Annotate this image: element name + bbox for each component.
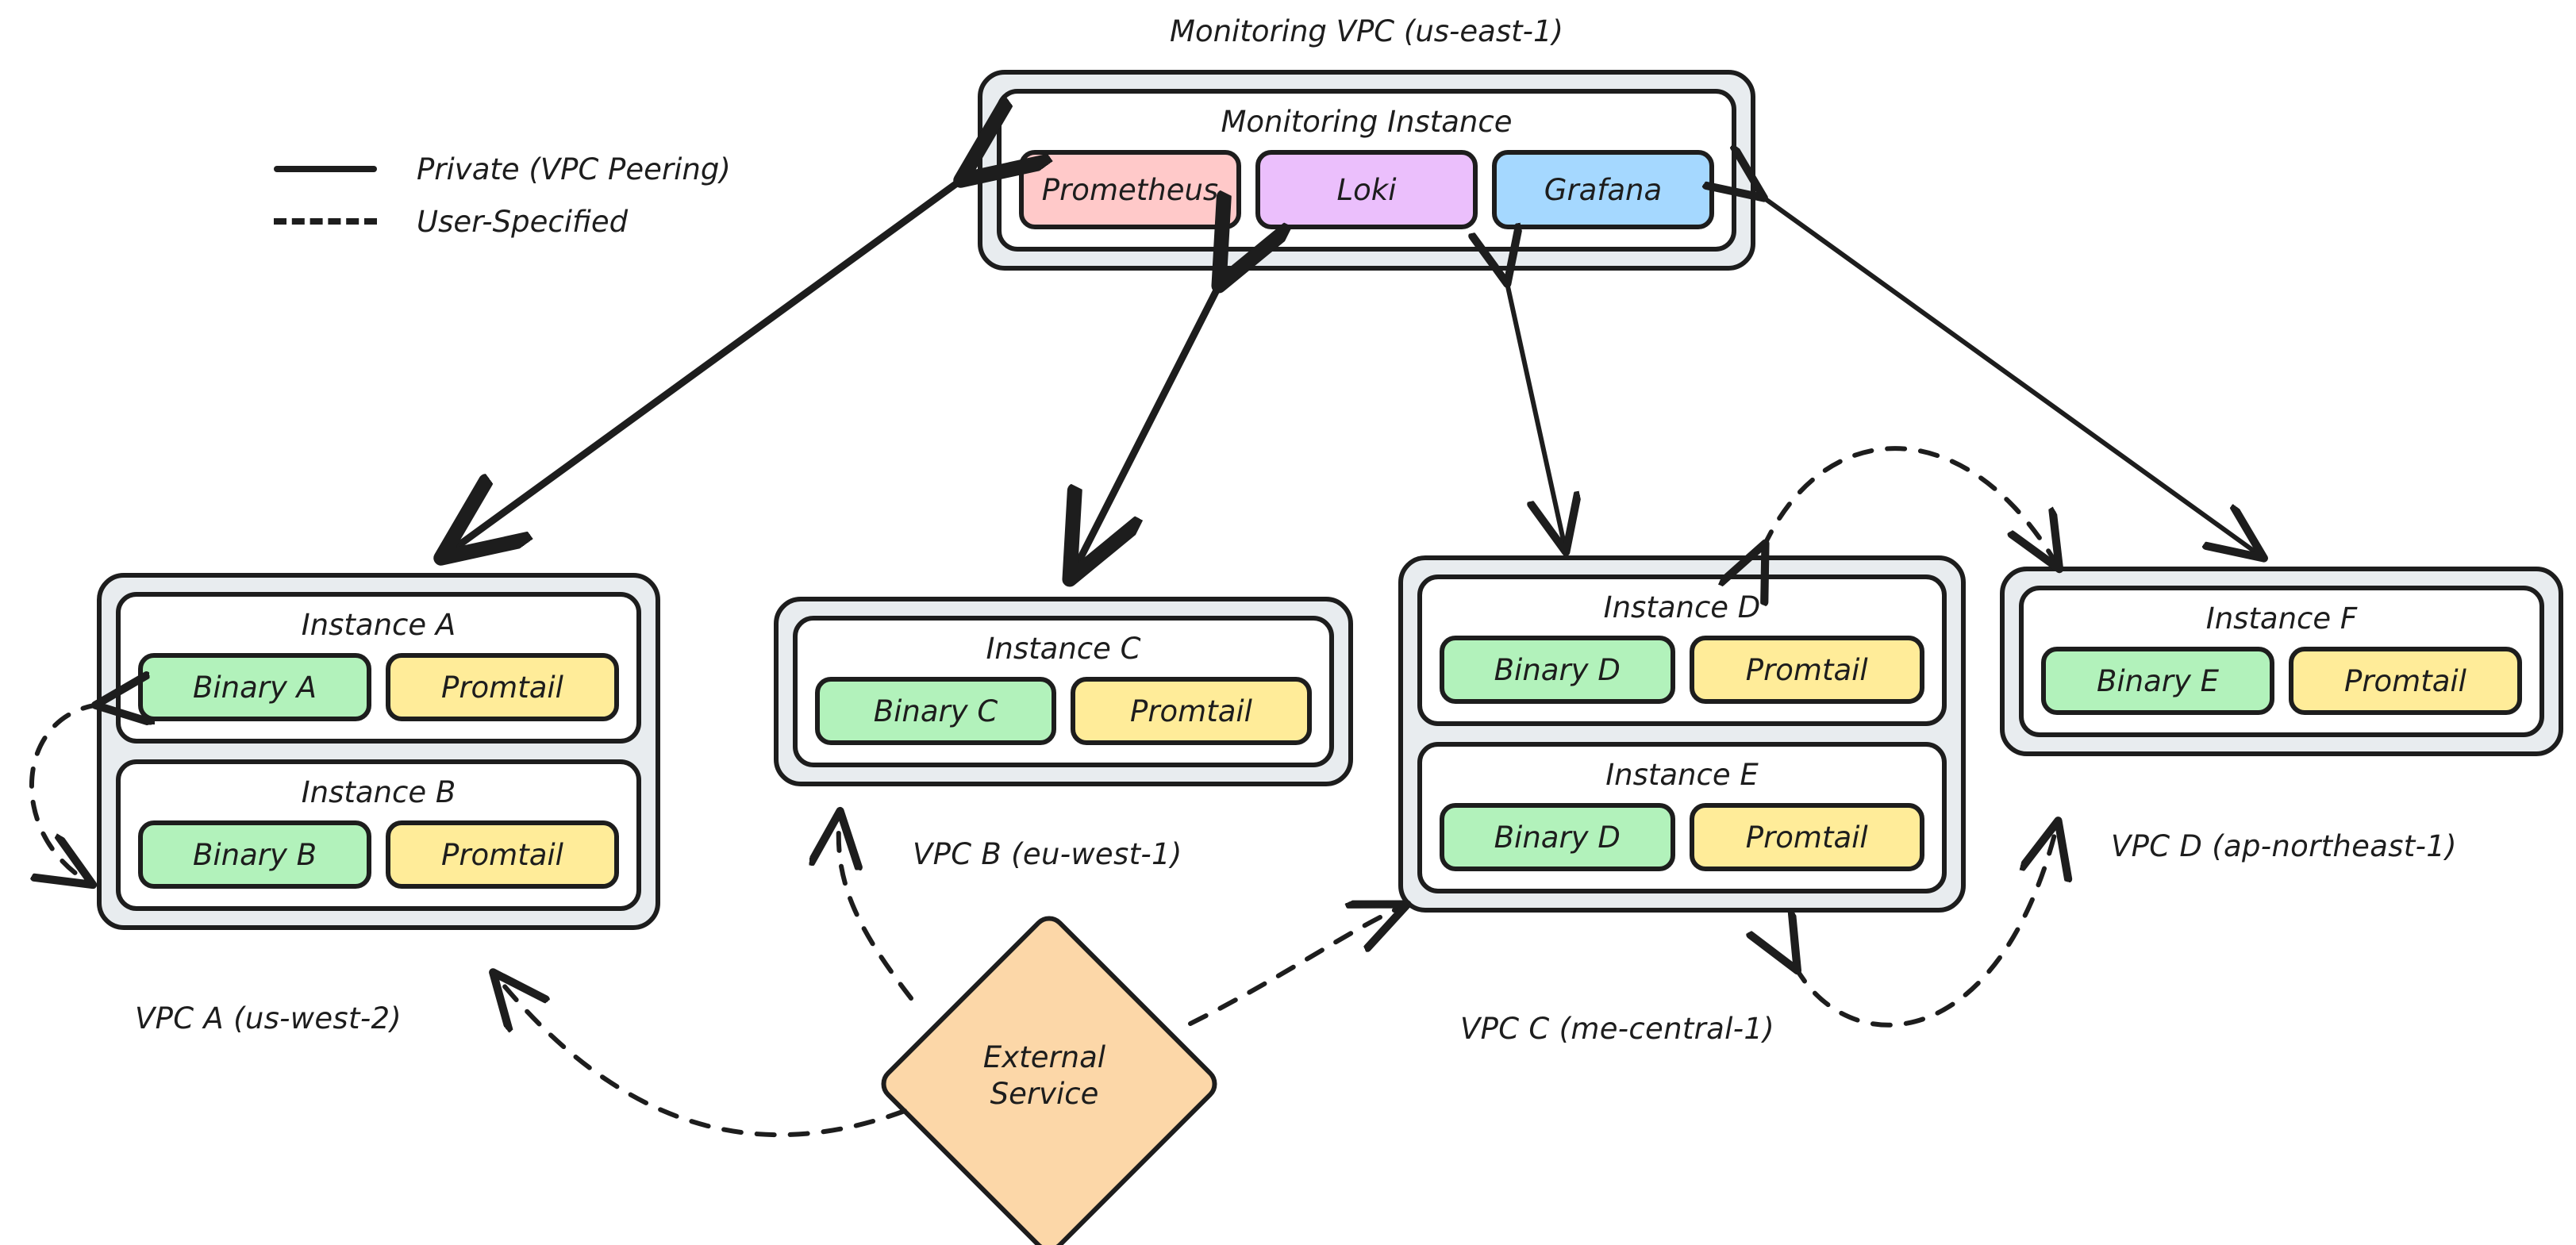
dashed-line-icon xyxy=(274,218,385,225)
monitoring-instance[interactable]: Monitoring Instance Prometheus Loki Graf… xyxy=(997,89,1736,252)
instance-c-component-row: Binary C Promtail xyxy=(815,677,1312,745)
monitoring-vpc-title: Monitoring VPC (us-east-1) xyxy=(1170,14,1563,48)
edge-external-to-vpc-c xyxy=(1188,906,1403,1026)
edge-monitoring-to-vpc-d xyxy=(1760,195,2260,555)
legend-label-private: Private (VPC Peering) xyxy=(417,152,731,186)
vpc-a-label: VPC A (us-west-2) xyxy=(135,1001,402,1036)
legend-item-user-specified: User-Specified xyxy=(274,195,731,248)
edge-vpc-c-to-vpc-d-top xyxy=(1763,446,2057,565)
component-binary-c[interactable]: Binary C xyxy=(815,677,1056,745)
component-promtail-c[interactable]: Promtail xyxy=(1071,677,1312,745)
instance-c-title: Instance C xyxy=(986,632,1141,666)
edge-external-to-vpc-a xyxy=(496,976,907,1138)
vpc-d-container[interactable]: Instance F Binary E Promtail xyxy=(2000,567,2563,756)
instance-a[interactable]: Instance A Binary A Promtail xyxy=(116,592,641,744)
component-binary-e-slot[interactable]: Binary D xyxy=(1440,803,1675,871)
edge-monitoring-to-vpc-b xyxy=(1073,279,1222,573)
instance-a-component-row: Binary A Promtail xyxy=(138,653,619,721)
component-promtail-b[interactable]: Promtail xyxy=(386,820,619,889)
monitoring-instance-title: Monitoring Instance xyxy=(1221,105,1513,139)
legend: Private (VPC Peering) User-Specified xyxy=(274,143,731,248)
legend-item-private: Private (VPC Peering) xyxy=(274,143,731,195)
instance-e-title: Instance E xyxy=(1605,758,1759,792)
legend-label-user-specified: User-Specified xyxy=(417,204,629,239)
component-binary-b[interactable]: Binary B xyxy=(138,820,371,889)
instance-c[interactable]: Instance C Binary C Promtail xyxy=(793,616,1334,767)
vpc-a-container[interactable]: Instance A Binary A Promtail Instance B … xyxy=(97,573,660,930)
instance-e[interactable]: Instance E Binary D Promtail xyxy=(1417,742,1947,893)
component-loki[interactable]: Loki xyxy=(1255,150,1478,229)
monitoring-vpc-container[interactable]: Monitoring Instance Prometheus Loki Graf… xyxy=(978,70,1755,271)
component-grafana[interactable]: Grafana xyxy=(1492,150,1714,229)
instance-e-component-row: Binary D Promtail xyxy=(1440,803,1924,871)
vpc-c-container[interactable]: Instance D Binary D Promtail Instance E … xyxy=(1398,555,1966,913)
vpc-d-label: VPC D (ap-northeast-1) xyxy=(2111,829,2457,863)
instance-b[interactable]: Instance B Binary B Promtail xyxy=(116,759,641,911)
component-binary-a[interactable]: Binary A xyxy=(138,653,371,721)
component-promtail-f[interactable]: Promtail xyxy=(2289,647,2522,715)
instance-f-title: Instance F xyxy=(2205,601,2358,636)
component-binary-d[interactable]: Binary D xyxy=(1440,636,1675,704)
vpc-b-container[interactable]: Instance C Binary C Promtail xyxy=(774,597,1353,786)
instance-d-title: Instance D xyxy=(1603,590,1761,624)
component-promtail-d[interactable]: Promtail xyxy=(1689,636,1924,704)
instance-b-title: Instance B xyxy=(301,775,456,809)
monitoring-component-row: Prometheus Loki Grafana xyxy=(1019,150,1714,229)
instance-f-component-row: Binary E Promtail xyxy=(2041,647,2522,715)
external-service-label-line2: Service xyxy=(990,1077,1099,1112)
component-promtail-e[interactable]: Promtail xyxy=(1689,803,1924,871)
edge-monitoring-to-vpc-c xyxy=(1506,279,1565,548)
solid-line-icon xyxy=(274,166,385,172)
component-prometheus[interactable]: Prometheus xyxy=(1019,150,1241,229)
instance-a-title: Instance A xyxy=(301,608,456,642)
instance-b-component-row: Binary B Promtail xyxy=(138,820,619,889)
external-service-label: External Service xyxy=(878,1039,1211,1113)
vpc-b-label: VPC B (eu-west-1) xyxy=(913,837,1182,871)
component-promtail-a[interactable]: Promtail xyxy=(386,653,619,721)
component-binary-f-slot[interactable]: Binary E xyxy=(2041,647,2274,715)
instance-d-component-row: Binary D Promtail xyxy=(1440,636,1924,704)
vpc-c-label: VPC C (me-central-1) xyxy=(1460,1012,1774,1046)
instance-d[interactable]: Instance D Binary D Promtail xyxy=(1417,574,1947,726)
external-service-node[interactable]: External Service xyxy=(874,909,1225,1245)
edge-instance-a-to-instance-b xyxy=(29,705,100,882)
external-service-label-line1: External xyxy=(982,1040,1106,1074)
instance-f[interactable]: Instance F Binary E Promtail xyxy=(2019,586,2544,737)
